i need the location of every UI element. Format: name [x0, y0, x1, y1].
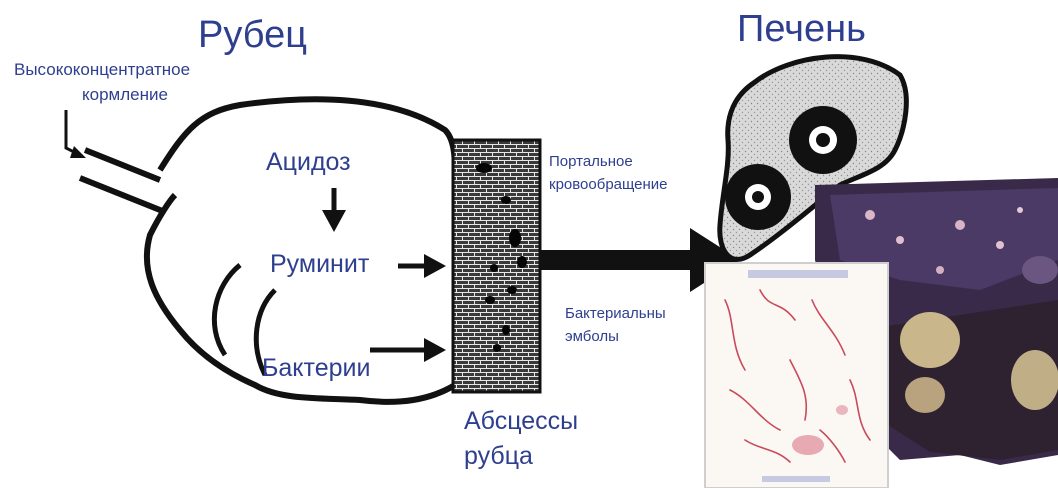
acidosis-down-arrow [322, 188, 346, 232]
abscess-label: Абсцессы рубца [464, 404, 578, 474]
bacteria-micrograph [705, 263, 888, 488]
esophagus-upper [85, 150, 160, 180]
rumen-lobe-1 [214, 265, 240, 355]
emboli-label: Бактериальны эмболы [565, 302, 705, 349]
emboli-label-line2: эмболы [565, 325, 705, 348]
bacteria-label: Бактерии [262, 356, 370, 381]
feed-label: Высококонцентратное кормление [14, 58, 190, 107]
portal-label: Портальное кровообращение [549, 150, 668, 197]
bacteria-right-arrow [370, 338, 446, 362]
ruminitis-label: Руминит [270, 252, 369, 277]
ruminitis-right-arrow [398, 254, 446, 278]
emboli-label-line1: Бактериальны [565, 302, 705, 325]
rumen-title: Рубец [198, 16, 307, 54]
esophagus-lower [80, 178, 165, 212]
portal-label-line1: Портальное [549, 150, 668, 173]
liver-abscess-1 [789, 106, 857, 174]
micrograph-caption-bottom [762, 476, 830, 482]
liver-abscess-2 [725, 164, 791, 230]
acidosis-label: Ацидоз [266, 150, 351, 175]
portal-label-line2: кровообращение [549, 173, 668, 196]
feed-label-line2: кормление [14, 83, 190, 108]
liver-title: Печень [737, 10, 866, 48]
abscess-label-line1: Абсцессы [464, 404, 578, 439]
feed-label-line1: Высококонцентратное [14, 58, 190, 83]
abscess-label-line2: рубца [464, 439, 578, 474]
micrograph-caption-top [748, 270, 848, 278]
